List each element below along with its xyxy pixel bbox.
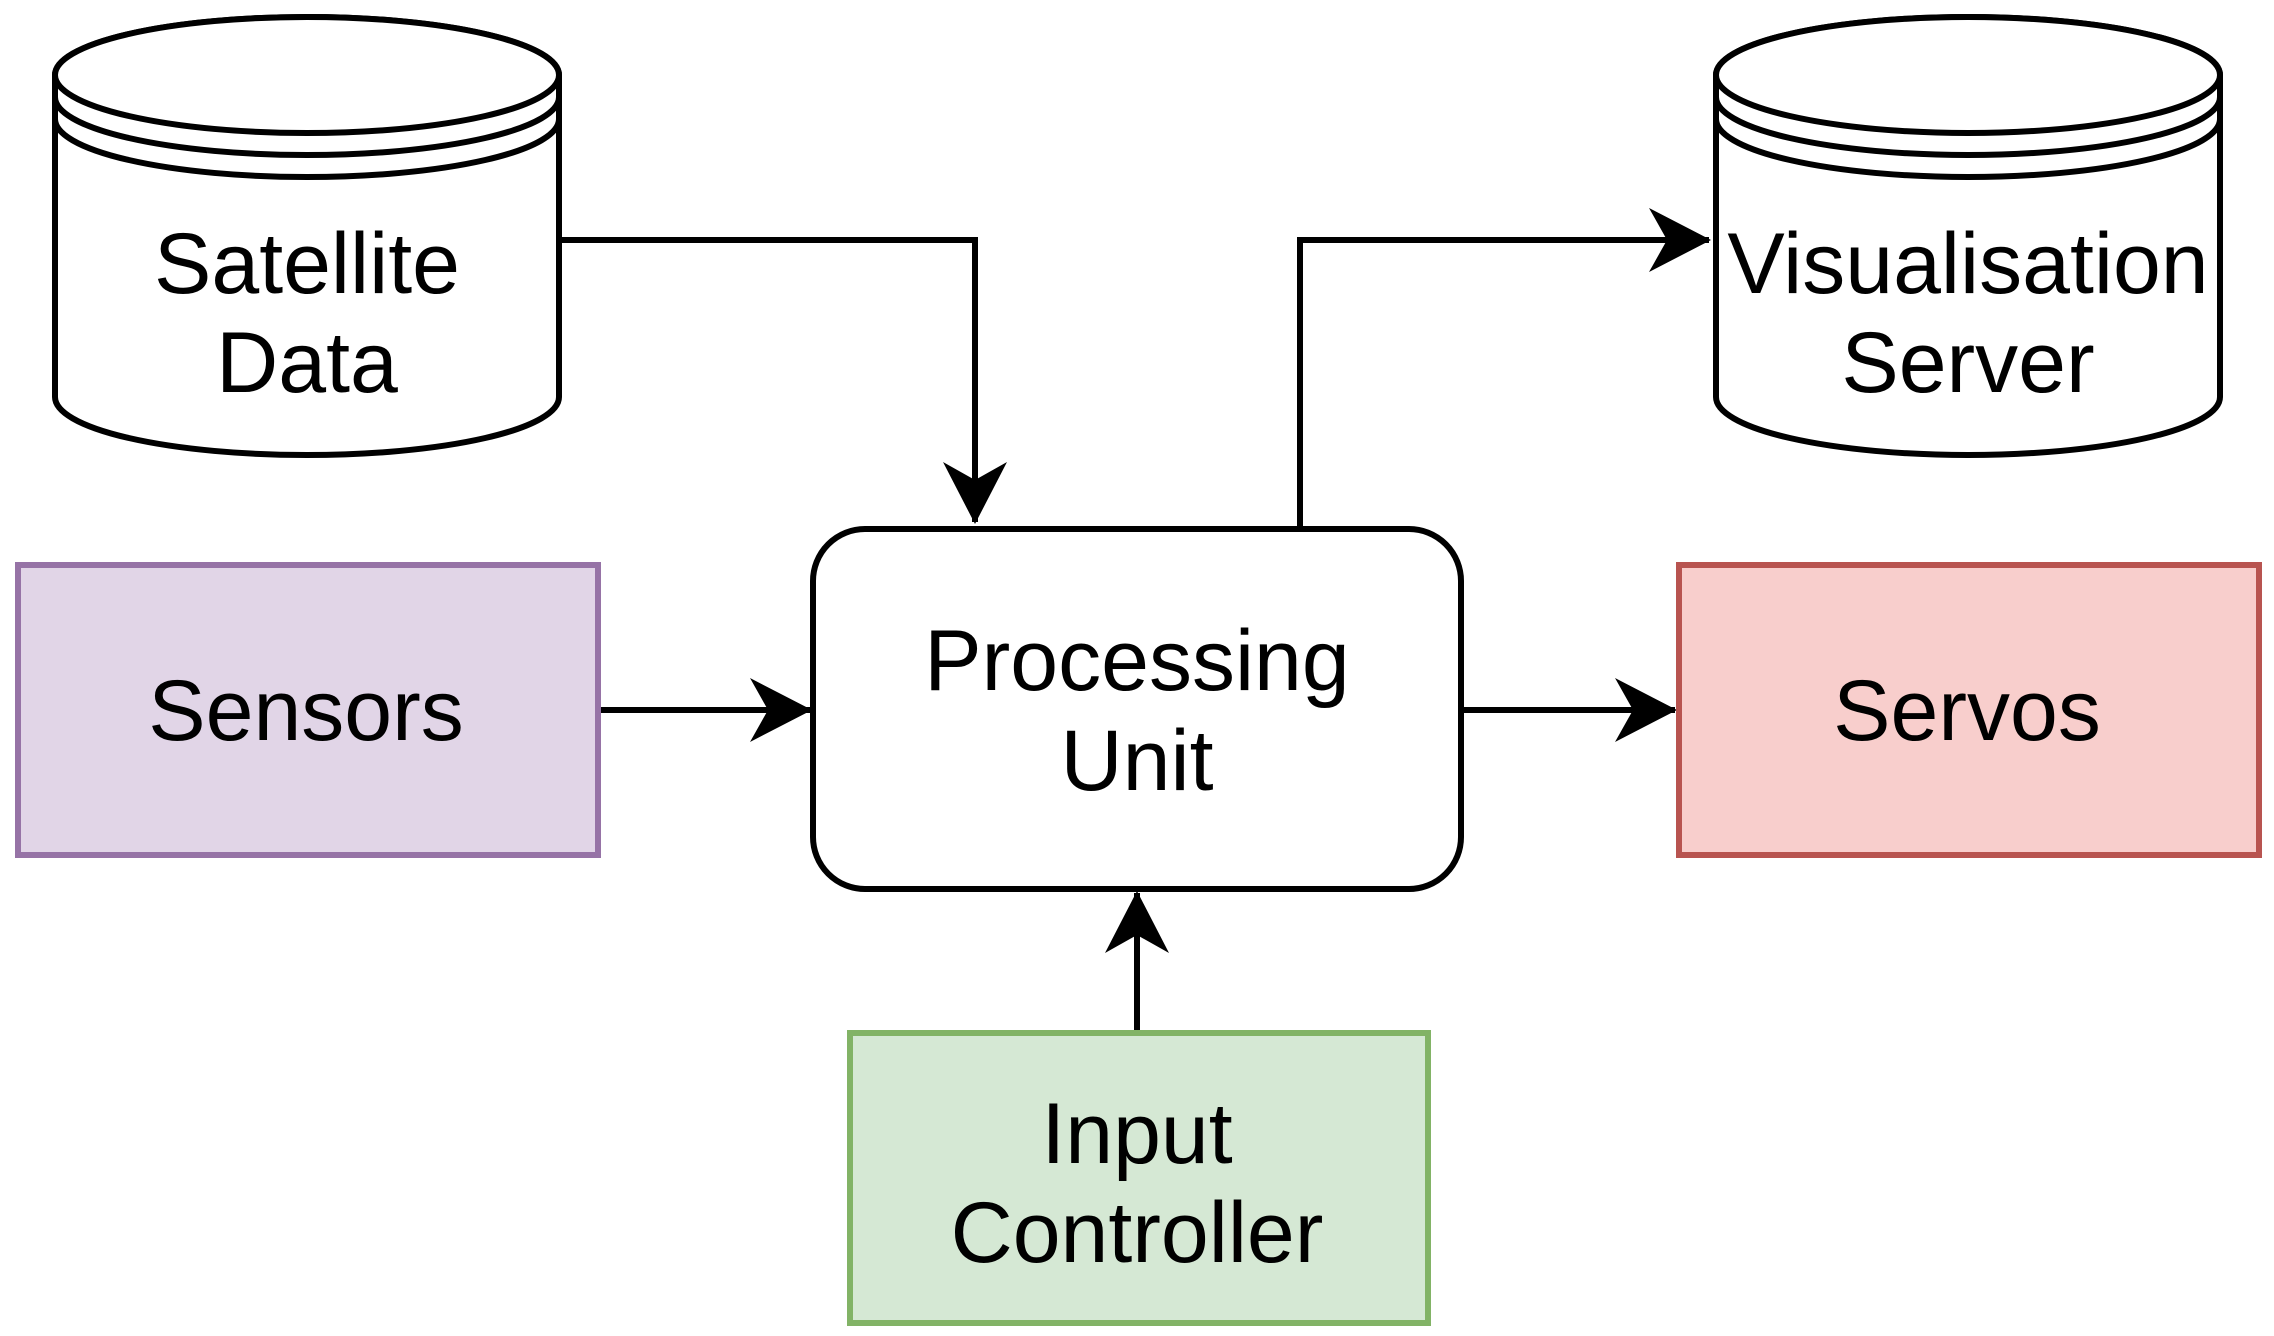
input-controller-label-line1: Input xyxy=(1041,1086,1232,1182)
processing-unit-box xyxy=(810,526,1464,892)
visualisation-server-label-line1: Visualisation xyxy=(1727,216,2208,312)
servos-label: Servos xyxy=(1833,663,2101,759)
satellite-data-node[interactable]: Satellite Data xyxy=(52,14,562,458)
processing-unit-node[interactable]: Processing Unit xyxy=(810,526,1464,892)
edges xyxy=(560,208,1711,1030)
visualisation-server-label-line2: Server xyxy=(1841,315,2094,411)
sensors-node[interactable]: Sensors xyxy=(15,562,601,858)
input-controller-node[interactable]: Input Controller xyxy=(847,1030,1431,1326)
servos-node[interactable]: Servos xyxy=(1676,562,2262,858)
satellite-data-label-line1: Satellite xyxy=(154,216,460,312)
edge-processing-to-visualisation xyxy=(1297,208,1711,526)
servos-box xyxy=(1676,562,2262,858)
sensors-box xyxy=(15,562,601,858)
visualisation-server-node[interactable]: Visualisation Server xyxy=(1713,14,2223,458)
processing-unit-label-line2: Unit xyxy=(1061,713,1214,809)
input-controller-label-line2: Controller xyxy=(951,1185,1324,1281)
edge-satellite-to-processing xyxy=(560,237,1007,524)
satellite-data-label-line2: Data xyxy=(216,315,398,411)
processing-unit-label-line1: Processing xyxy=(924,613,1349,709)
sensors-label: Sensors xyxy=(148,663,464,759)
input-controller-box xyxy=(847,1030,1431,1326)
